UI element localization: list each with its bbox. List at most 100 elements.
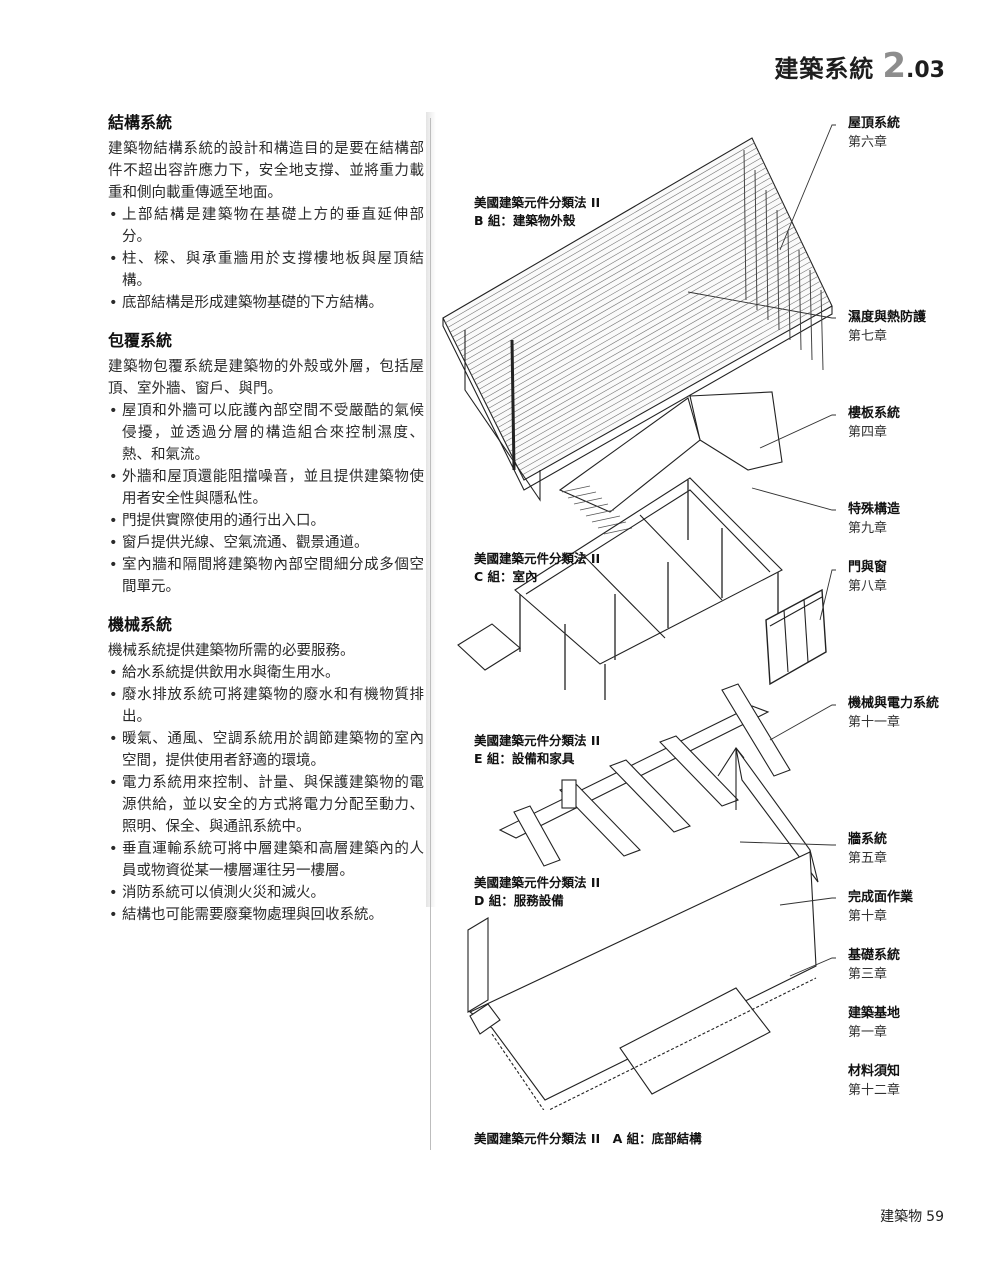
system-label: 濕度與熱防護 第七章 bbox=[848, 308, 926, 346]
door-window-unit bbox=[765, 588, 827, 686]
bullet-item: 柱、樑、與承重牆用於支撐樓地板與屋頂結構。 bbox=[108, 248, 424, 292]
system-label: 屋頂系統 第六章 bbox=[848, 114, 900, 152]
section-title: 結構系統 bbox=[108, 113, 173, 132]
roof-sheathing-line bbox=[514, 285, 823, 462]
system-name: 材料須知 bbox=[848, 1064, 901, 1079]
bullet-item: 垂直運輸系統可將中層建築和高層建築內的人員或物資從某一樓層運往另一樓層。 bbox=[108, 838, 424, 882]
group-label-line: 美國建築元件分類法 II bbox=[474, 875, 601, 890]
bullet-list: 給水系統提供飲用水與衛生用水。 廢水排放系統可將建築物的廢水和有機物質排出。 暖… bbox=[108, 662, 424, 926]
system-chapter: 第十一章 bbox=[848, 715, 901, 730]
roof-sheathing-line bbox=[449, 152, 760, 333]
system-chapter: 第九章 bbox=[848, 521, 888, 536]
group-label-c: 美國建築元件分類法 II C 組：室內 bbox=[474, 550, 600, 586]
group-label-line: 美國建築元件分類法 II bbox=[474, 733, 601, 748]
column-shadow bbox=[426, 112, 436, 907]
roof-sheathing-line bbox=[461, 177, 771, 357]
system-name: 建築基地 bbox=[848, 1006, 901, 1021]
roof-sheathing-line bbox=[519, 295, 828, 471]
roof-sheathing-line bbox=[492, 241, 802, 419]
bullet-item: 室內牆和隔間將建築物內部空間細分成多個空間單元。 bbox=[108, 554, 424, 598]
mechanical-beam-grid bbox=[498, 683, 791, 867]
system-chapter: 第六章 bbox=[848, 135, 888, 150]
system-chapter: 第一章 bbox=[848, 1025, 888, 1040]
page-number: 59 bbox=[926, 1209, 944, 1225]
system-chapter: 第三章 bbox=[848, 967, 888, 982]
bullet-item: 廢水排放系統可將建築物的廢水和有機物質排出。 bbox=[108, 684, 424, 728]
roof-sheathing-line bbox=[480, 216, 790, 395]
section-structure: 結構系統 建築物結構系統的設計和構造目的是要在結構部件不超出容許應力下，安全地支… bbox=[108, 112, 424, 314]
system-name: 屋頂系統 bbox=[848, 116, 901, 131]
group-label-line: 美國建築元件分類法 II bbox=[474, 551, 601, 566]
system-name: 濕度與熱防護 bbox=[848, 310, 927, 325]
bullet-item: 門提供實際使用的通行出入口。 bbox=[108, 510, 424, 532]
stair-tread bbox=[597, 521, 627, 529]
bullet-list: 屋頂和外牆可以庇護內部空間不受嚴酷的氣候侵擾，並透過分層的構造組合來控制濕度、熱… bbox=[108, 400, 424, 598]
exploded-building-diagram bbox=[442, 124, 836, 1110]
roof-sheathing-line bbox=[476, 206, 786, 385]
system-name: 完成面作業 bbox=[848, 890, 914, 905]
bullet-item: 底部結構是形成建築物基礎的下方結構。 bbox=[108, 292, 424, 314]
section-mechanical: 機械系統 機械系統提供建築物所需的必要服務。 給水系統提供飲用水與衛生用水。 廢… bbox=[108, 614, 424, 926]
section-intro: 機械系統提供建築物所需的必要服務。 bbox=[108, 643, 355, 659]
system-label: 牆系統 第五章 bbox=[848, 830, 887, 868]
roof-sheathing-line bbox=[497, 251, 807, 428]
floor-plate-small bbox=[457, 623, 521, 671]
roof-sheathing-line bbox=[495, 246, 804, 424]
bullet-item: 窗戶提供光線、空氣流通、觀景通道。 bbox=[108, 532, 424, 554]
roof-stud bbox=[787, 229, 791, 341]
bullet-item: 屋頂和外牆可以庇護內部空間不受嚴酷的氣候侵擾，並透過分層的構造組合來控制濕度、熱… bbox=[108, 400, 424, 466]
group-label-b: 美國建築元件分類法 II B 組：建築物外殼 bbox=[474, 194, 600, 230]
roof-sheathing-line bbox=[452, 157, 762, 338]
roof-sheathing-line bbox=[521, 300, 830, 476]
roof-sheathing-line bbox=[471, 197, 781, 376]
system-name: 門與窗 bbox=[848, 560, 888, 575]
stair-tread bbox=[579, 503, 609, 511]
roof-sheathing-line bbox=[483, 221, 793, 400]
leader-lines bbox=[687, 124, 836, 977]
roof-sheathing-line bbox=[447, 147, 757, 328]
stair-tread bbox=[591, 515, 621, 523]
group-label-line: C 組：室內 bbox=[474, 569, 538, 584]
system-chapter: 第七章 bbox=[848, 329, 888, 344]
section-envelope: 包覆系統 建築物包覆系統是建築物的外殼或外層，包括屋頂、室外牆、窗戶、與門。 屋… bbox=[108, 330, 424, 598]
roof-sheathing-line bbox=[464, 182, 774, 362]
system-name: 機械與電力系統 bbox=[848, 696, 940, 711]
stair-tread bbox=[561, 485, 591, 493]
stair-tread bbox=[585, 509, 615, 517]
section-title: 機械系統 bbox=[108, 615, 173, 634]
roof-sheathing-line bbox=[507, 271, 816, 447]
bullet-item: 給水系統提供飲用水與衛生用水。 bbox=[108, 662, 424, 684]
section-intro: 建築物結構系統的設計和構造目的是要在結構部件不超出容許應力下，安全地支撐、並將重… bbox=[108, 141, 424, 201]
foundation-slab bbox=[467, 851, 817, 1110]
system-label: 材料須知 第十二章 bbox=[848, 1062, 900, 1100]
floor-slab bbox=[689, 391, 783, 471]
roof-sheathing-line bbox=[516, 290, 826, 466]
system-label: 基礎系統 第三章 bbox=[848, 946, 900, 984]
bullet-item: 電力系統用來控制、計量、與保護建築物的電源供給，並以安全的方式將電力分配至動力、… bbox=[108, 772, 424, 838]
system-label: 樓板系統 第四章 bbox=[848, 404, 900, 442]
system-label: 門與窗 第八章 bbox=[848, 558, 887, 596]
group-label-line: D 組：服務設備 bbox=[474, 893, 564, 908]
roof-stud bbox=[820, 289, 824, 371]
bullet-item: 暖氣、通風、空調系統用於調節建築物的室內空間，提供使用者舒適的環境。 bbox=[108, 728, 424, 772]
roof-assembly bbox=[442, 137, 833, 502]
interior-beam-frame bbox=[514, 477, 783, 665]
system-label: 機械與電力系統 第十一章 bbox=[848, 694, 939, 732]
chapter-number-suffix: .03 bbox=[906, 58, 945, 83]
system-chapter: 第五章 bbox=[848, 851, 888, 866]
roof-sheathing-line bbox=[445, 142, 755, 324]
system-label: 建築基地 第一章 bbox=[848, 1004, 900, 1042]
system-chapter: 第十二章 bbox=[848, 1083, 901, 1098]
bullet-item: 消防系統可以偵測火災和滅火。 bbox=[108, 882, 424, 904]
roof-sheathing-line bbox=[478, 211, 788, 390]
group-label-e: 美國建築元件分類法 II E 組：設備和家具 bbox=[474, 732, 600, 768]
group-label-line: 美國建築元件分類法 II bbox=[474, 195, 601, 210]
group-label-line: E 組：設備和家具 bbox=[474, 751, 575, 766]
group-label-line: 美國建築元件分類法 II A 組：底部結構 bbox=[474, 1131, 702, 1146]
interior-floor-assembly bbox=[457, 391, 783, 700]
stair-tread bbox=[573, 497, 603, 505]
roof-stud bbox=[754, 169, 758, 311]
text-column: 結構系統 建築物結構系統的設計和構造目的是要在結構部件不超出容許應力下，安全地支… bbox=[108, 112, 436, 942]
group-label-a: 美國建築元件分類法 II A 組：底部結構 bbox=[474, 1130, 702, 1148]
section-title: 包覆系統 bbox=[108, 331, 173, 350]
